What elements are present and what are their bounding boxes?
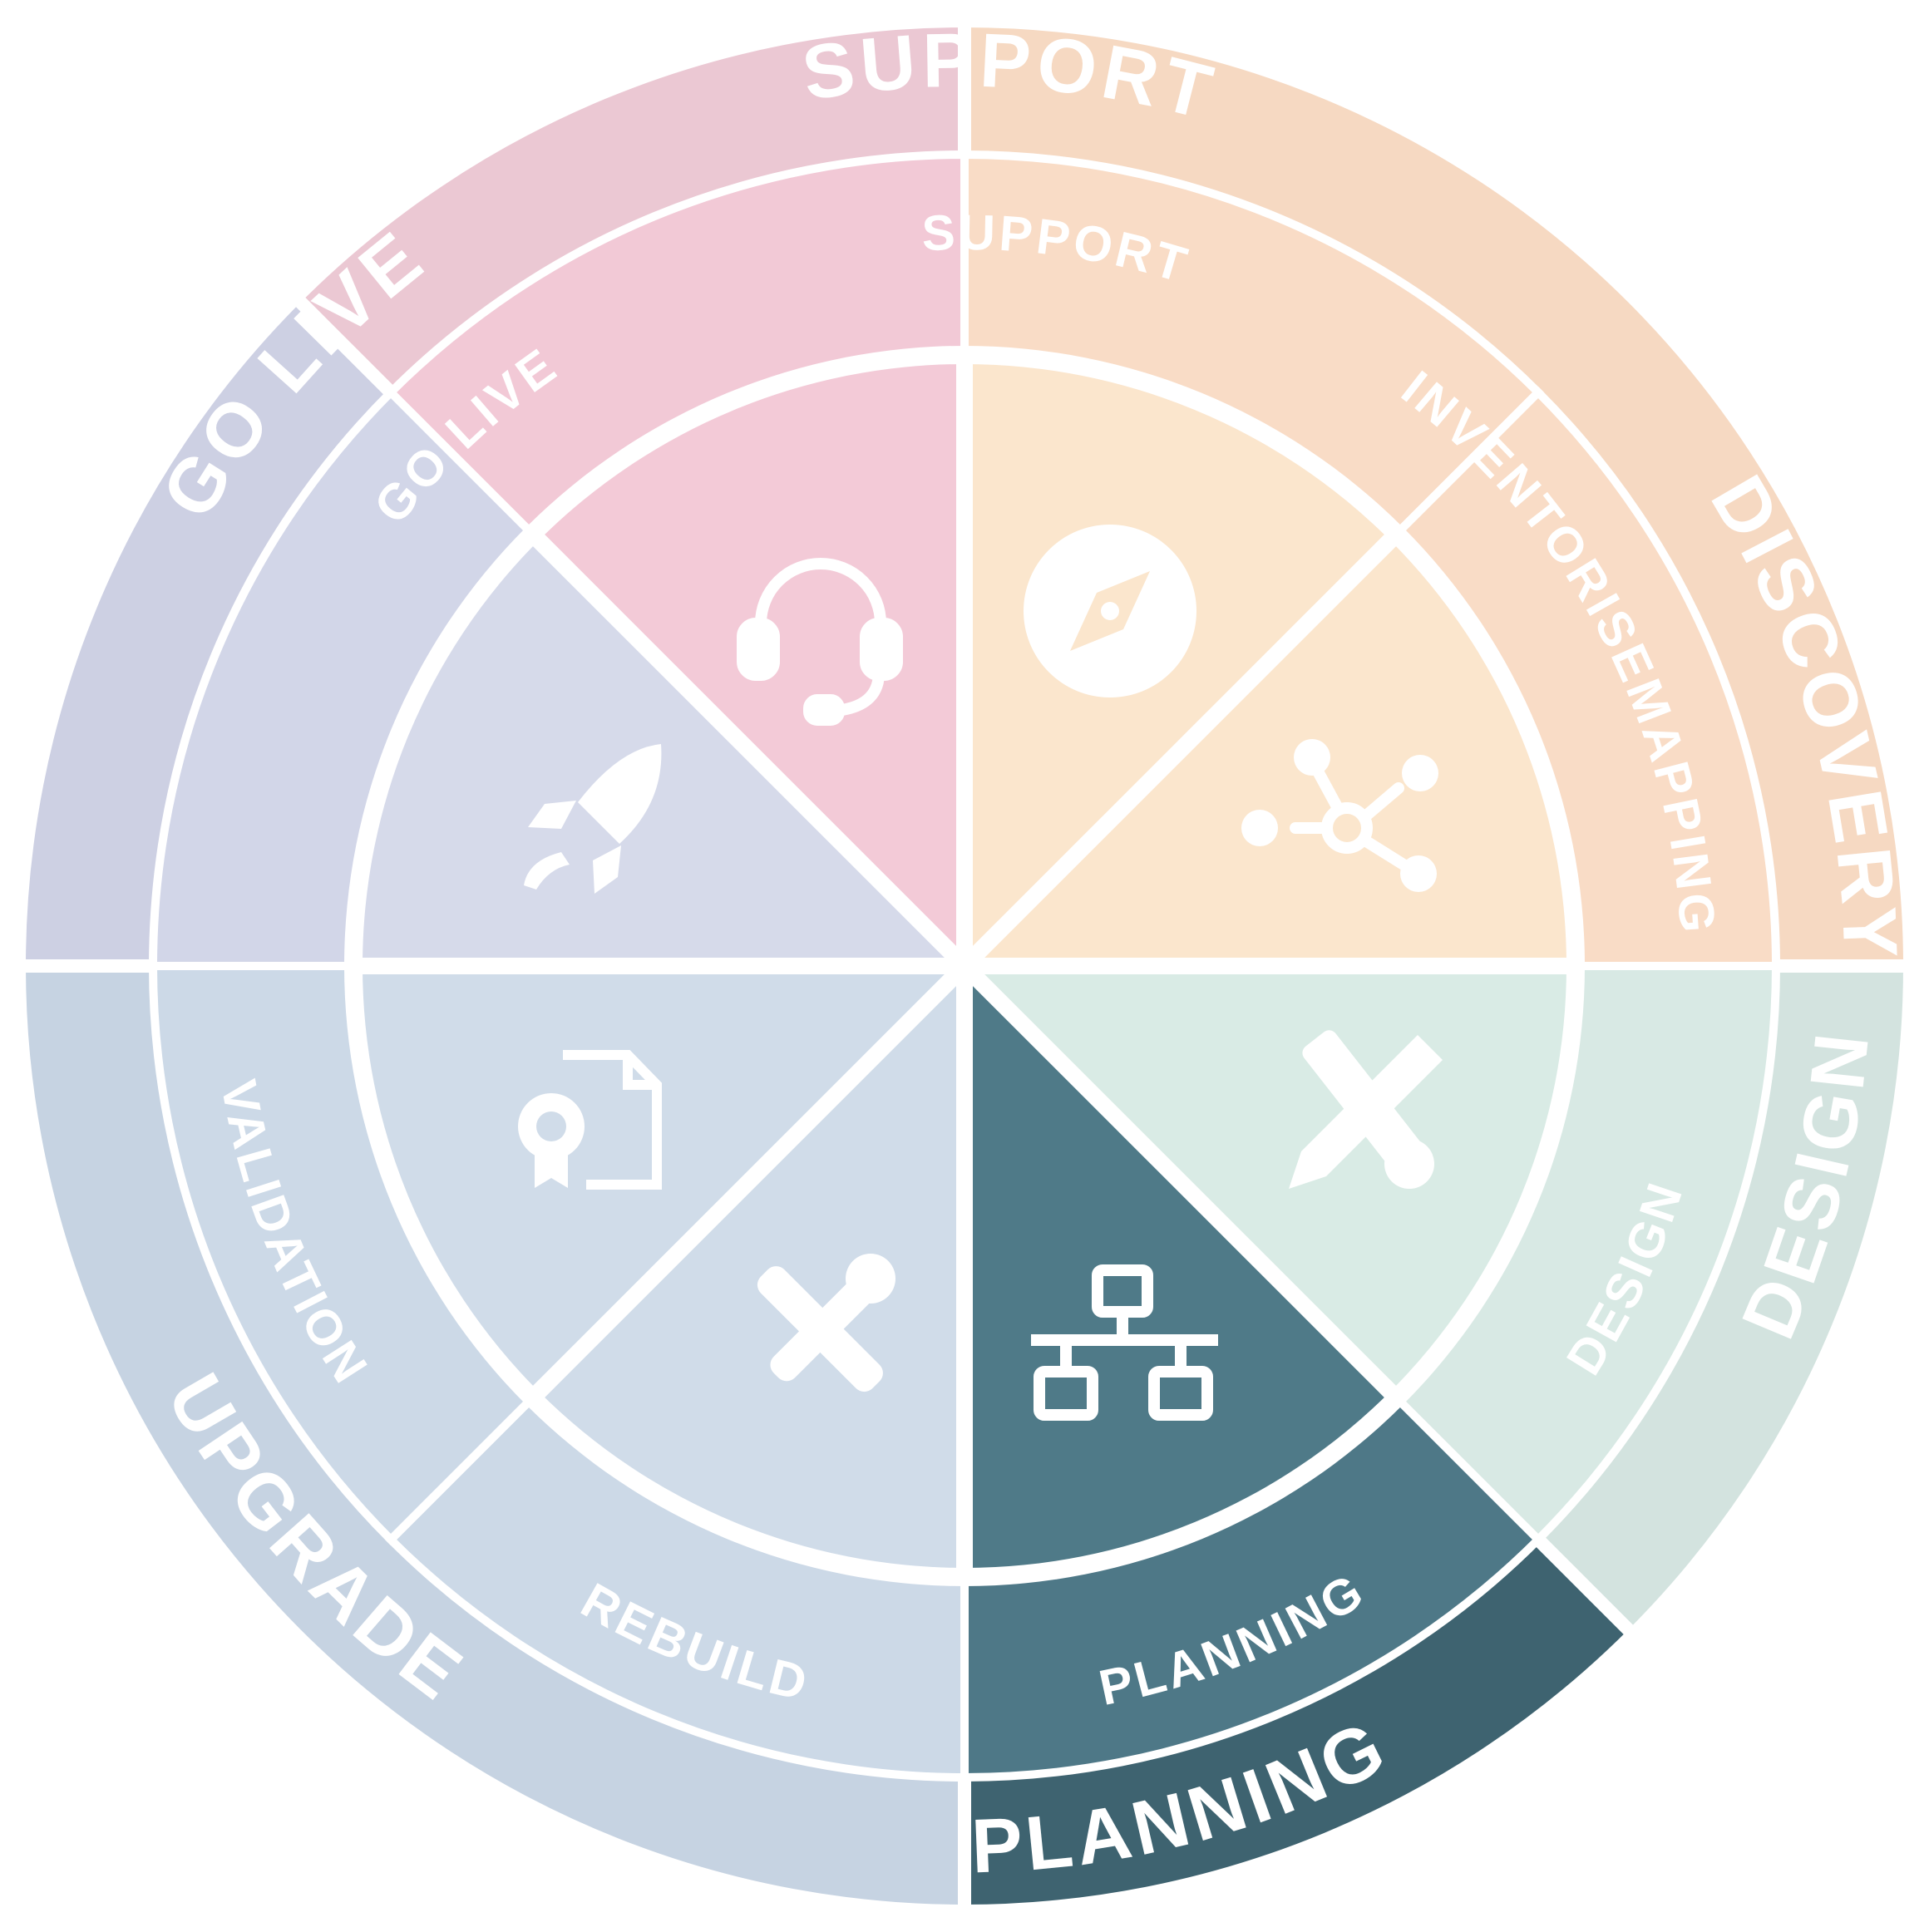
inner-sector-golive[interactable]: [362, 540, 964, 966]
certificate-icon: [518, 1050, 662, 1190]
headset-icon: [737, 558, 903, 726]
icons: [518, 525, 1443, 1421]
inner-sector-rebuild[interactable]: [539, 966, 964, 1568]
sitemap-icon: [1031, 1264, 1218, 1421]
pencil-ruler-icon: [1289, 1030, 1443, 1189]
inner-sector-validation[interactable]: [363, 966, 964, 1392]
rocket-icon: [524, 744, 662, 894]
inner-circle: [344, 346, 1585, 1586]
compass-icon: [1024, 525, 1196, 697]
tools-icon: [757, 1254, 895, 1392]
network-nodes-icon: [1241, 739, 1438, 892]
